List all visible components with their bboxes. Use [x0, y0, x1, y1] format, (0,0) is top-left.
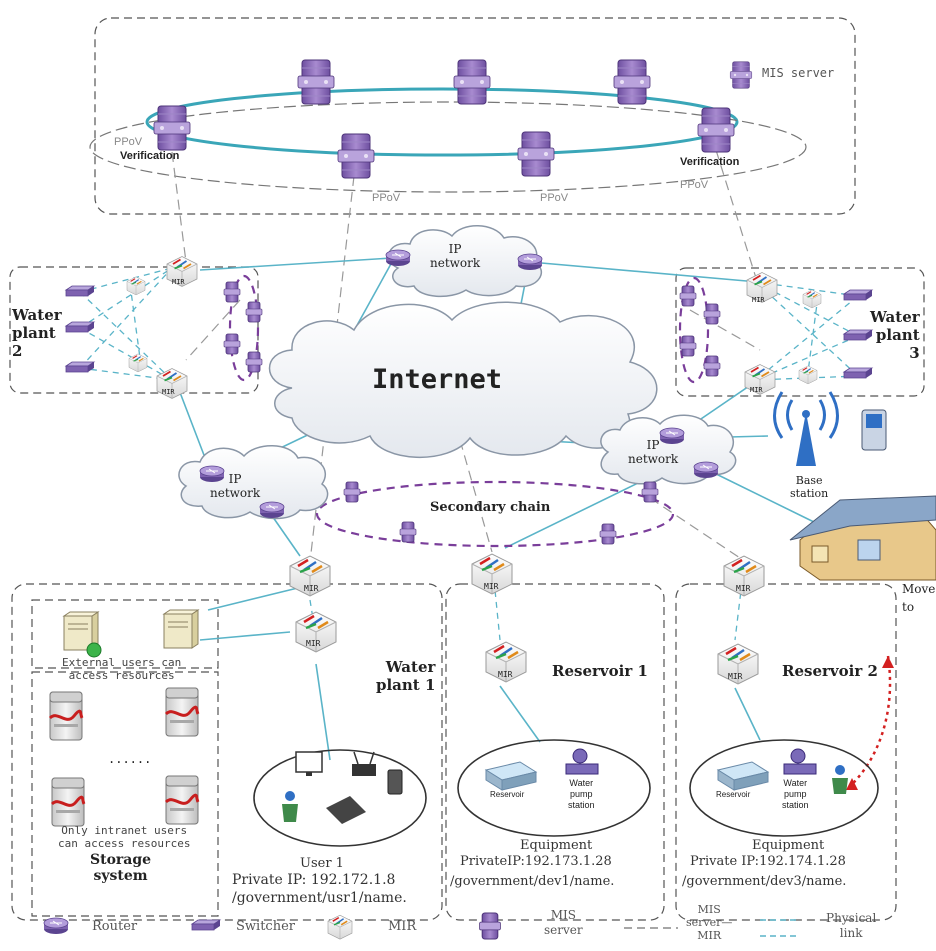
mir-label: MIR — [172, 278, 185, 286]
equipment1-ip: PrivateIP:192.173.1.28 — [460, 854, 612, 869]
water-pump-icon — [783, 763, 817, 775]
ip-network-cloud-left — [178, 445, 329, 520]
mir-label: MIR — [162, 388, 175, 396]
storage-servers — [48, 609, 200, 828]
verification-label-right: Verification — [680, 156, 740, 168]
move-arrow-up — [882, 656, 894, 668]
internet-label: Internet — [372, 364, 503, 395]
equipment1-ellipse — [457, 739, 651, 837]
house-icon — [789, 495, 936, 581]
mir-label: MIR — [498, 670, 513, 679]
mir-label: MIR — [484, 582, 499, 591]
secondary-chain-ring — [315, 480, 675, 548]
ip-network-label-left: IP network — [210, 472, 261, 500]
internet-cloud — [268, 301, 658, 458]
equipment2-ellipse — [689, 739, 879, 837]
water-plant-1-box — [11, 583, 443, 921]
storage-ellipsis: ...... — [108, 752, 152, 766]
mir-label: MIR — [736, 584, 751, 593]
legend-router-icon — [43, 917, 69, 935]
dashed-physical-links — [79, 267, 859, 641]
water-plant-3-label: Water plant 3 — [870, 308, 920, 362]
equipment1-icons — [484, 748, 599, 791]
reservoir-2-box — [675, 583, 897, 921]
equipment1-pump-label: Water pump station — [568, 778, 595, 810]
mir-label: MIR — [752, 296, 765, 304]
verification-ring — [145, 87, 739, 157]
ppov-label-left: PPoV — [114, 136, 143, 148]
user1-path: /government/usr1/name. — [232, 890, 407, 906]
equipment1-path: /government/dev1/name. — [450, 874, 615, 889]
mis-server-chain-box — [94, 17, 856, 215]
move-arrow-down — [846, 778, 858, 790]
legend-router-label: Router — [92, 919, 138, 934]
legend-mir-label: MIR — [388, 919, 417, 934]
ip-network-label-top: IP network — [430, 242, 481, 270]
water-plant-3-box — [675, 267, 925, 397]
user1-devices — [282, 751, 403, 824]
equipment2-ip: Private IP:192.174.1.28 — [690, 854, 846, 869]
legend-physical-link-label: Physical link — [826, 911, 877, 940]
user1-ip: Private IP: 192.172.1.8 — [232, 872, 396, 888]
storage-system-title: Storage system — [90, 852, 152, 884]
legend-icons — [43, 912, 800, 940]
external-access-box — [31, 599, 219, 669]
mir-label: MIR — [304, 584, 319, 593]
plant2-sidechain — [228, 274, 260, 382]
reservoir-1-box — [445, 583, 665, 921]
intranet-users-note: Only intranet users can access resources — [58, 824, 191, 850]
tablet-icon — [387, 769, 403, 795]
ip-network-label-right: IP network — [628, 438, 679, 466]
reservoir-2-label: Reservoir 2 — [782, 662, 878, 680]
ppov-label-1: PPoV — [372, 192, 401, 204]
equipment1-name: Equipment — [520, 838, 593, 853]
water-plant-2-label: Water plant 2 — [12, 306, 62, 360]
ppov-ring — [89, 101, 807, 193]
legend-mis-server-icon — [479, 912, 501, 940]
laptop-icon — [326, 796, 366, 824]
mir-label: MIR — [750, 386, 763, 394]
mis-server-label: MIS server — [762, 66, 835, 80]
mir-label: MIR — [728, 672, 743, 681]
equipment2-icons — [716, 748, 848, 794]
equipment1-reservoir-label: Reservoir — [490, 790, 525, 799]
base-station-label: Base station — [790, 474, 829, 500]
external-user-status-icon — [86, 642, 102, 658]
user1-device-ellipse — [253, 749, 427, 847]
pump-gauge-icon — [790, 748, 806, 764]
mir-label: MIR — [306, 639, 321, 648]
plant3-sidechain — [678, 276, 710, 384]
water-plant-1-label: Water plant 1 — [376, 658, 436, 694]
equipment2-pump-label: Water pump station — [782, 778, 809, 810]
ppov-label-right: PPoV — [680, 179, 709, 191]
legend-mir-icon — [327, 914, 353, 940]
legend-switcher-label: Switcher — [236, 919, 295, 934]
move-to-label: Move to — [902, 582, 936, 614]
legend-mis-server-label: MIS server — [544, 908, 583, 937]
equipment2-reservoir-label: Reservoir — [716, 790, 751, 799]
handheld-terminal-icon — [861, 409, 887, 451]
equipment2-name: Equipment — [752, 838, 825, 853]
person-icon — [285, 791, 295, 801]
water-pump-icon — [565, 763, 599, 775]
external-users-note: External users can access resources — [62, 656, 182, 682]
ppov-label-2: PPoV — [540, 192, 569, 204]
secondary-chain-label: Secondary chain — [430, 500, 551, 515]
storage-system-box — [31, 671, 219, 917]
mis-servers — [153, 59, 753, 179]
pump-gauge-icon — [572, 748, 588, 764]
verification-label-left: Verification — [120, 150, 180, 162]
legend-switcher-icon — [191, 919, 221, 931]
base-station-icon — [773, 391, 839, 466]
person-icon — [835, 765, 845, 775]
legend-mis-server-mir-label: MIS server— MIR — [686, 903, 733, 942]
user1-name: User 1 — [300, 856, 344, 871]
wifi-router-icon — [352, 764, 376, 776]
equipment2-path: /government/dev3/name. — [682, 874, 847, 889]
monitor-icon — [295, 751, 323, 773]
reservoir-1-label: Reservoir 1 — [552, 662, 648, 680]
